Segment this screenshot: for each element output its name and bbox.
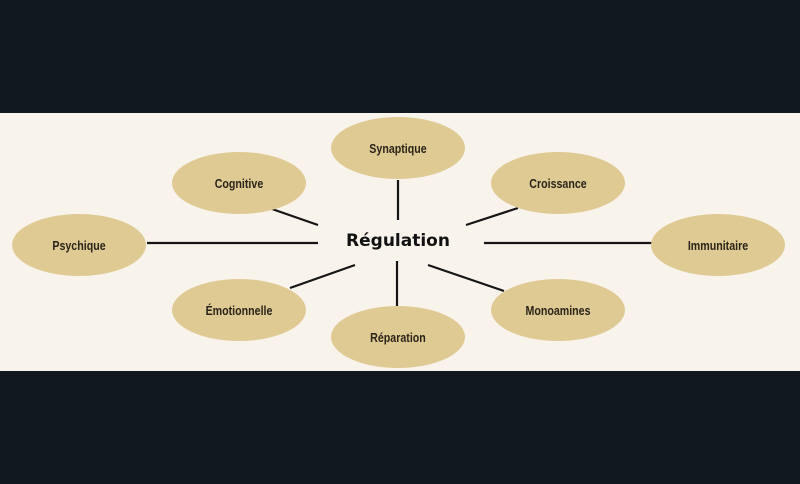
node-ellipse [172,279,306,341]
node-ellipse [491,152,625,214]
node-label: Réparation [370,330,426,345]
node-label: Synaptique [369,141,427,156]
node-psychique: Psychique [12,214,146,276]
node-ellipse [172,152,306,214]
node-label: Émotionnelle [206,302,273,318]
edge-croissance [465,206,519,227]
node-cognitive: Cognitive [172,152,306,214]
edge-emotionnelle [289,263,356,290]
edge-monoamines [427,263,505,293]
node-label: Cognitive [215,176,264,191]
node-ellipse [331,117,465,179]
node-label: Monoamines [525,303,590,318]
node-ellipse [12,214,146,276]
node-synaptique: Synaptique [331,117,465,179]
node-label: Croissance [529,176,587,191]
node-ellipse [331,306,465,368]
center-node-label: Régulation [346,231,450,251]
edge-cognitive [271,207,319,227]
node-ellipse [651,214,785,276]
node-croissance: Croissance [491,152,625,214]
node-immunitaire: Immunitaire [651,214,785,276]
node-label: Immunitaire [688,238,749,253]
node-reparation: Réparation [331,306,465,368]
node-ellipse [491,279,625,341]
node-monoamines: Monoamines [491,279,625,341]
node-emotionnelle: Émotionnelle [172,279,306,341]
node-label: Psychique [52,238,106,253]
